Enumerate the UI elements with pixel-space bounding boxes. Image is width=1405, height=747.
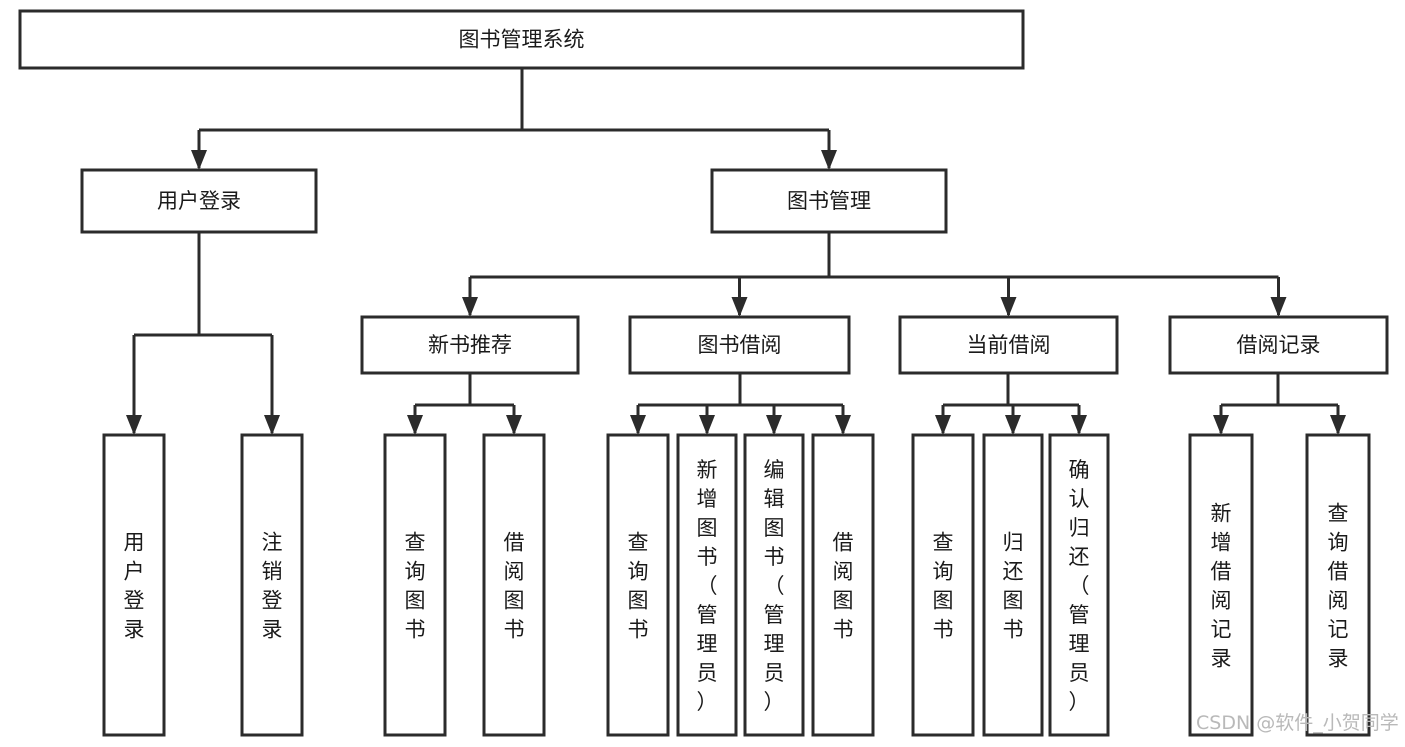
arrow-head-icon bbox=[1270, 297, 1287, 317]
node-box-leaf-logout bbox=[240, 433, 304, 737]
node-box-user-login bbox=[80, 168, 318, 234]
node-box-leaf-query-book-3 bbox=[911, 433, 975, 737]
node-leaf-query-book-2[interactable]: 查询图书 bbox=[606, 433, 670, 737]
nodes-layer: 图书管理系统用户登录图书管理新书推荐图书借阅当前借阅借阅记录用户登录注销登录查询… bbox=[18, 9, 1389, 737]
node-box-borrow-records bbox=[1168, 315, 1389, 375]
connector-root-to-level2 bbox=[191, 68, 837, 170]
node-label-leaf-add-book: 新增图书（管理员） bbox=[697, 458, 718, 714]
node-leaf-confirm-return[interactable]: 确认归还（管理员） bbox=[1048, 433, 1110, 737]
node-leaf-logout[interactable]: 注销登录 bbox=[240, 433, 304, 737]
arrow-head-icon bbox=[506, 415, 522, 435]
node-label-root: 图书管理系统 bbox=[459, 28, 585, 52]
arrow-head-icon bbox=[699, 415, 715, 435]
node-label-leaf-confirm-return: 确认归还（管理员） bbox=[1069, 458, 1090, 714]
node-box-leaf-return-book bbox=[982, 433, 1044, 737]
node-label-leaf-query-book-2: 查询图书 bbox=[628, 531, 649, 642]
node-leaf-query-record[interactable]: 查询借阅记录 bbox=[1305, 433, 1371, 737]
node-label-leaf-add-record: 新增借阅记录 bbox=[1211, 502, 1232, 671]
node-label-borrow-records: 借阅记录 bbox=[1237, 333, 1321, 357]
arrow-head-icon bbox=[731, 297, 748, 317]
node-book-borrow[interactable]: 图书借阅 bbox=[628, 315, 851, 375]
arrow-head-icon bbox=[835, 415, 851, 435]
arrow-head-icon bbox=[462, 297, 478, 317]
node-box-leaf-query-record bbox=[1305, 433, 1371, 737]
node-label-leaf-user-login: 用户登录 bbox=[124, 531, 145, 642]
node-current-borrow[interactable]: 当前借阅 bbox=[898, 315, 1119, 375]
arrow-head-icon bbox=[191, 150, 207, 170]
connector-nbr-to-leaves bbox=[407, 373, 522, 435]
connector-edges-layer bbox=[126, 68, 1346, 435]
arrow-head-icon bbox=[1330, 415, 1346, 435]
node-new-book-recommend[interactable]: 新书推荐 bbox=[360, 315, 580, 375]
node-box-leaf-add-record bbox=[1188, 433, 1254, 737]
node-label-leaf-edit-book: 编辑图书（管理员） bbox=[764, 458, 785, 714]
node-leaf-edit-book[interactable]: 编辑图书（管理员） bbox=[743, 433, 805, 737]
node-box-leaf-confirm-return bbox=[1048, 433, 1110, 737]
node-label-current-borrow: 当前借阅 bbox=[967, 333, 1051, 357]
node-leaf-add-record[interactable]: 新增借阅记录 bbox=[1188, 433, 1254, 737]
node-leaf-query-book-3[interactable]: 查询图书 bbox=[911, 433, 975, 737]
node-leaf-query-book-1[interactable]: 查询图书 bbox=[383, 433, 447, 737]
node-label-book-borrow: 图书借阅 bbox=[698, 333, 782, 357]
node-leaf-add-book[interactable]: 新增图书（管理员） bbox=[676, 433, 738, 737]
node-leaf-user-login[interactable]: 用户登录 bbox=[102, 433, 166, 737]
node-book-management[interactable]: 图书管理 bbox=[710, 168, 948, 234]
node-leaf-borrow-book-1[interactable]: 借阅图书 bbox=[482, 433, 546, 737]
node-box-leaf-query-book-1 bbox=[383, 433, 447, 737]
arrow-head-icon bbox=[766, 415, 782, 435]
node-box-leaf-user-login bbox=[102, 433, 166, 737]
csdn-watermark: CSDN @软件_小贺同学 bbox=[1196, 712, 1399, 734]
arrow-head-icon bbox=[1213, 415, 1229, 435]
node-user-login[interactable]: 用户登录 bbox=[80, 168, 318, 234]
node-root[interactable]: 图书管理系统 bbox=[18, 9, 1025, 70]
arrow-head-icon bbox=[1071, 415, 1087, 435]
node-box-leaf-edit-book bbox=[743, 433, 805, 737]
connector-bm-to-level3 bbox=[462, 232, 1287, 317]
arrow-head-icon bbox=[821, 150, 837, 170]
connector-bb-to-leaves bbox=[630, 373, 851, 435]
connector-ul-to-leaves bbox=[126, 232, 280, 435]
node-box-book-management bbox=[710, 168, 948, 234]
connector-br-to-leaves bbox=[1213, 373, 1346, 435]
arrow-head-icon bbox=[264, 415, 280, 435]
node-borrow-records[interactable]: 借阅记录 bbox=[1168, 315, 1389, 375]
arrow-head-icon bbox=[1000, 297, 1017, 317]
node-leaf-borrow-book-2[interactable]: 借阅图书 bbox=[811, 433, 875, 737]
node-box-current-borrow bbox=[898, 315, 1119, 375]
node-box-leaf-query-book-2 bbox=[606, 433, 670, 737]
arrow-head-icon bbox=[630, 415, 646, 435]
node-label-leaf-logout: 注销登录 bbox=[262, 531, 283, 642]
node-box-book-borrow bbox=[628, 315, 851, 375]
node-label-leaf-query-book-3: 查询图书 bbox=[933, 531, 954, 642]
arrow-head-icon bbox=[407, 415, 423, 435]
node-label-book-management: 图书管理 bbox=[787, 189, 871, 213]
node-label-leaf-query-book-1: 查询图书 bbox=[405, 531, 426, 642]
node-box-leaf-add-book bbox=[676, 433, 738, 737]
connector-cb-to-leaves bbox=[935, 373, 1087, 435]
node-box-leaf-borrow-book-1 bbox=[482, 433, 546, 737]
node-box-root bbox=[18, 9, 1025, 70]
node-label-leaf-query-record: 查询借阅记录 bbox=[1328, 502, 1349, 671]
arrow-head-icon bbox=[126, 415, 142, 435]
node-label-leaf-borrow-book-2: 借阅图书 bbox=[833, 531, 854, 642]
node-leaf-return-book[interactable]: 归还图书 bbox=[982, 433, 1044, 737]
arrow-head-icon bbox=[1005, 415, 1021, 435]
node-label-leaf-return-book: 归还图书 bbox=[1003, 531, 1024, 642]
node-label-new-book-recommend: 新书推荐 bbox=[428, 333, 512, 357]
node-box-new-book-recommend bbox=[360, 315, 580, 375]
node-label-user-login: 用户登录 bbox=[157, 189, 241, 213]
node-label-leaf-borrow-book-1: 借阅图书 bbox=[504, 531, 525, 642]
arrow-head-icon bbox=[935, 415, 951, 435]
node-box-leaf-borrow-book-2 bbox=[811, 433, 875, 737]
